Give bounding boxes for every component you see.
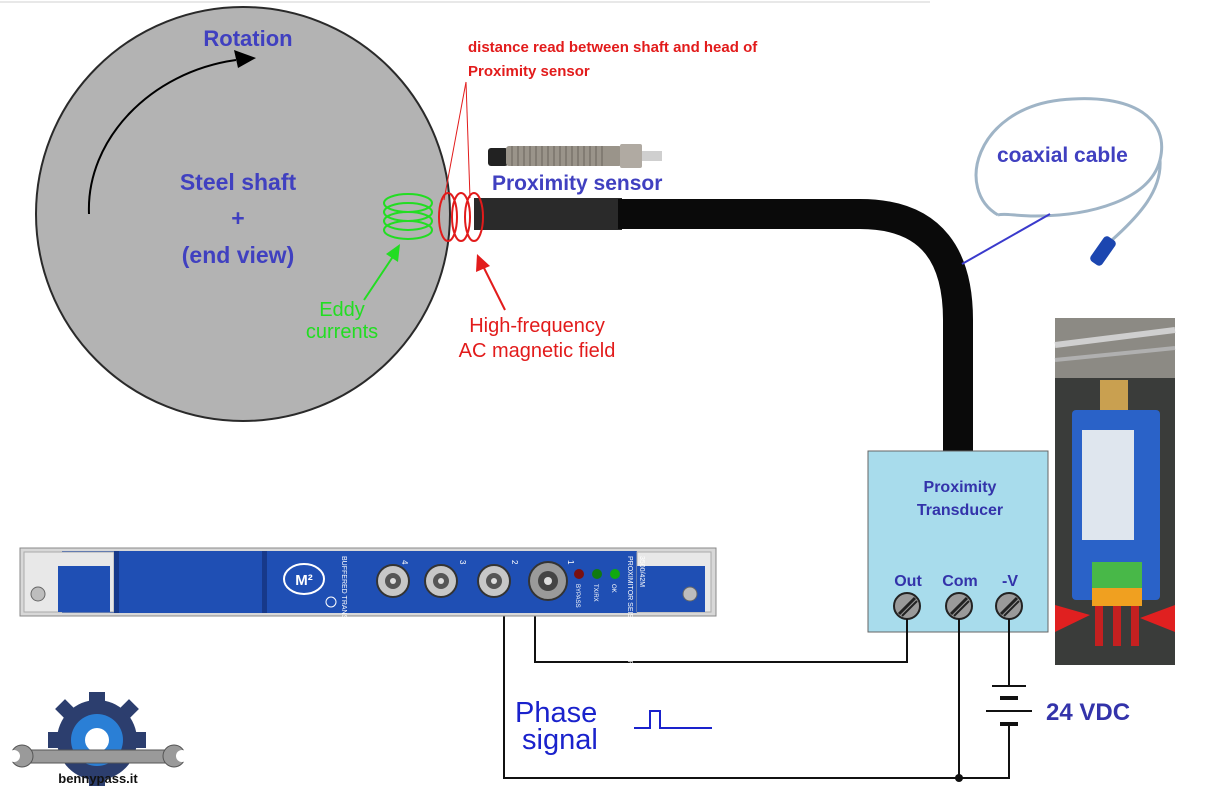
distance-callout: [443, 81, 471, 201]
rotation-arc: [87, 59, 237, 215]
shaft-label-line1: Steel shaft: [180, 169, 297, 195]
supply-wire-bottom: [959, 724, 1010, 779]
distance-label-line1: distance read between shaft and head of: [468, 39, 758, 56]
shaft-disc: [35, 6, 451, 422]
panel-right-screw-icon: [682, 586, 698, 602]
photo-terminal-block: [1092, 562, 1142, 588]
panel-brand-text: M²: [295, 572, 313, 589]
magnetic-field-loops: [438, 192, 484, 242]
coax-pointer-line: [961, 213, 1051, 265]
photo-red-marker-left: [1055, 605, 1090, 632]
hf-pointer-arrowhead-icon: [476, 254, 490, 272]
channel-label-3: 3: [458, 560, 467, 565]
panel-divider-2: [262, 551, 267, 613]
panel-left-screw-icon: [30, 586, 46, 602]
shaft-label-line2: +: [231, 205, 244, 231]
distance-line-left: [443, 81, 467, 201]
coax-loop: [974, 97, 1164, 218]
hf-label-line2: AC magnetic field: [459, 340, 616, 362]
rotation-arrowhead-icon: [234, 50, 256, 68]
supply-voltage-label: 24 VDC: [1046, 699, 1130, 726]
ground-junction: [955, 774, 963, 782]
terminal-out-label: Out: [894, 573, 922, 590]
terminal-com-screw-icon: [945, 592, 973, 620]
photo-red-marker-right: [1140, 605, 1175, 632]
bnc-connector-3[interactable]: [424, 564, 458, 598]
out-wire: [534, 595, 908, 663]
eddy-label-line1: Eddy: [319, 299, 365, 321]
led-label-bypass: BYPASS: [574, 584, 580, 608]
panel-brand-logo-icon: [283, 563, 325, 595]
wiring: [503, 595, 1010, 779]
bennypass-logo: bennypass.it: [8, 692, 188, 786]
com-return-wire: [503, 595, 960, 779]
terminal-v-label: -V: [1002, 573, 1018, 590]
terminal-out-screw-icon: [893, 592, 921, 620]
phase-label-line1: Phase: [515, 697, 597, 729]
coaxial-cable-label: coaxial cable: [997, 144, 1128, 167]
led-ok-icon: [610, 569, 620, 579]
monitor-panel: M² BUFFERED TRANSDUCERS PROXIMITOR SEISM…: [19, 547, 717, 666]
panel-right-caption: PROXIMITOR SEISMIC MONITOR: [626, 556, 633, 666]
panel-left-inner-blue: [58, 566, 110, 612]
rotation-label: Rotation: [203, 26, 292, 51]
field-loop-3: [464, 192, 484, 242]
steel-shaft: [35, 6, 451, 422]
eddy-ring-3: [383, 211, 433, 231]
panel-left-caption: BUFFERED TRANSDUCERS: [340, 556, 347, 649]
coaxial-cable-photo: [974, 97, 1164, 266]
rotation-arrow: [87, 50, 256, 215]
led-bypass-icon: [574, 569, 584, 579]
eddy-current-coils: [383, 193, 433, 240]
wrench-icon: [10, 744, 186, 768]
logo-text: bennypass.it: [58, 771, 138, 786]
distance-label-line2: Proximity sensor: [468, 63, 590, 80]
led-label-txrx: TX/RX: [592, 584, 598, 602]
proximity-sensor-label: Proximity sensor: [492, 172, 662, 195]
field-loop-2: [451, 192, 471, 242]
channel-label-1: 1: [566, 560, 575, 565]
panel-part-number: 3500/42M: [638, 556, 645, 587]
bnc-connector-2[interactable]: [477, 564, 511, 598]
transducer-photo: [1054, 318, 1176, 665]
bnc-connector-1[interactable]: [528, 561, 568, 601]
field-loop-1: [438, 192, 458, 242]
channel-label-4: 4: [400, 560, 409, 565]
gear-hole: [85, 728, 109, 752]
eddy-ring-4: [383, 220, 433, 240]
transducer-label-line1: Proximity: [924, 479, 997, 496]
channel-label-2: 2: [510, 560, 519, 565]
hf-pointer-line: [481, 263, 506, 311]
photo-label-sticker: [1082, 430, 1134, 540]
panel-divider-1: [114, 551, 119, 613]
distance-line-right: [465, 81, 471, 199]
proximity-sensor-photo: [488, 144, 662, 168]
transducer-label-line2: Transducer: [917, 502, 1003, 519]
phase-pulse-waveform: [634, 710, 712, 729]
probe-photo-tip: [488, 148, 508, 166]
probe-photo-nut: [620, 144, 642, 168]
sensor-probe-body: [474, 198, 622, 230]
led-txrx-icon: [592, 569, 602, 579]
battery-symbol: [986, 685, 1032, 726]
led-label-ok: OK: [610, 584, 616, 593]
sensor-extension-cable: [618, 199, 973, 455]
terminal-screws: [893, 592, 1023, 620]
probe-photo-lead: [642, 151, 662, 161]
eddy-label-line2: currents: [306, 321, 378, 343]
eddy-pointer-arrowhead-icon: [386, 244, 400, 262]
probe-photo-thread: [506, 146, 622, 166]
eddy-pointer-line: [363, 251, 397, 301]
bnc-connector-4[interactable]: [376, 564, 410, 598]
shaft-label-line3: (end view): [182, 242, 294, 268]
hf-label-line1: High-frequency: [469, 315, 605, 337]
panel-registered-icon: [325, 596, 337, 608]
coax-tail: [1111, 159, 1162, 242]
coax-connector: [1090, 236, 1116, 266]
terminal-v-screw-icon: [995, 592, 1023, 620]
terminal-com-label: Com: [942, 573, 978, 590]
phase-label-line2: signal: [522, 724, 598, 756]
